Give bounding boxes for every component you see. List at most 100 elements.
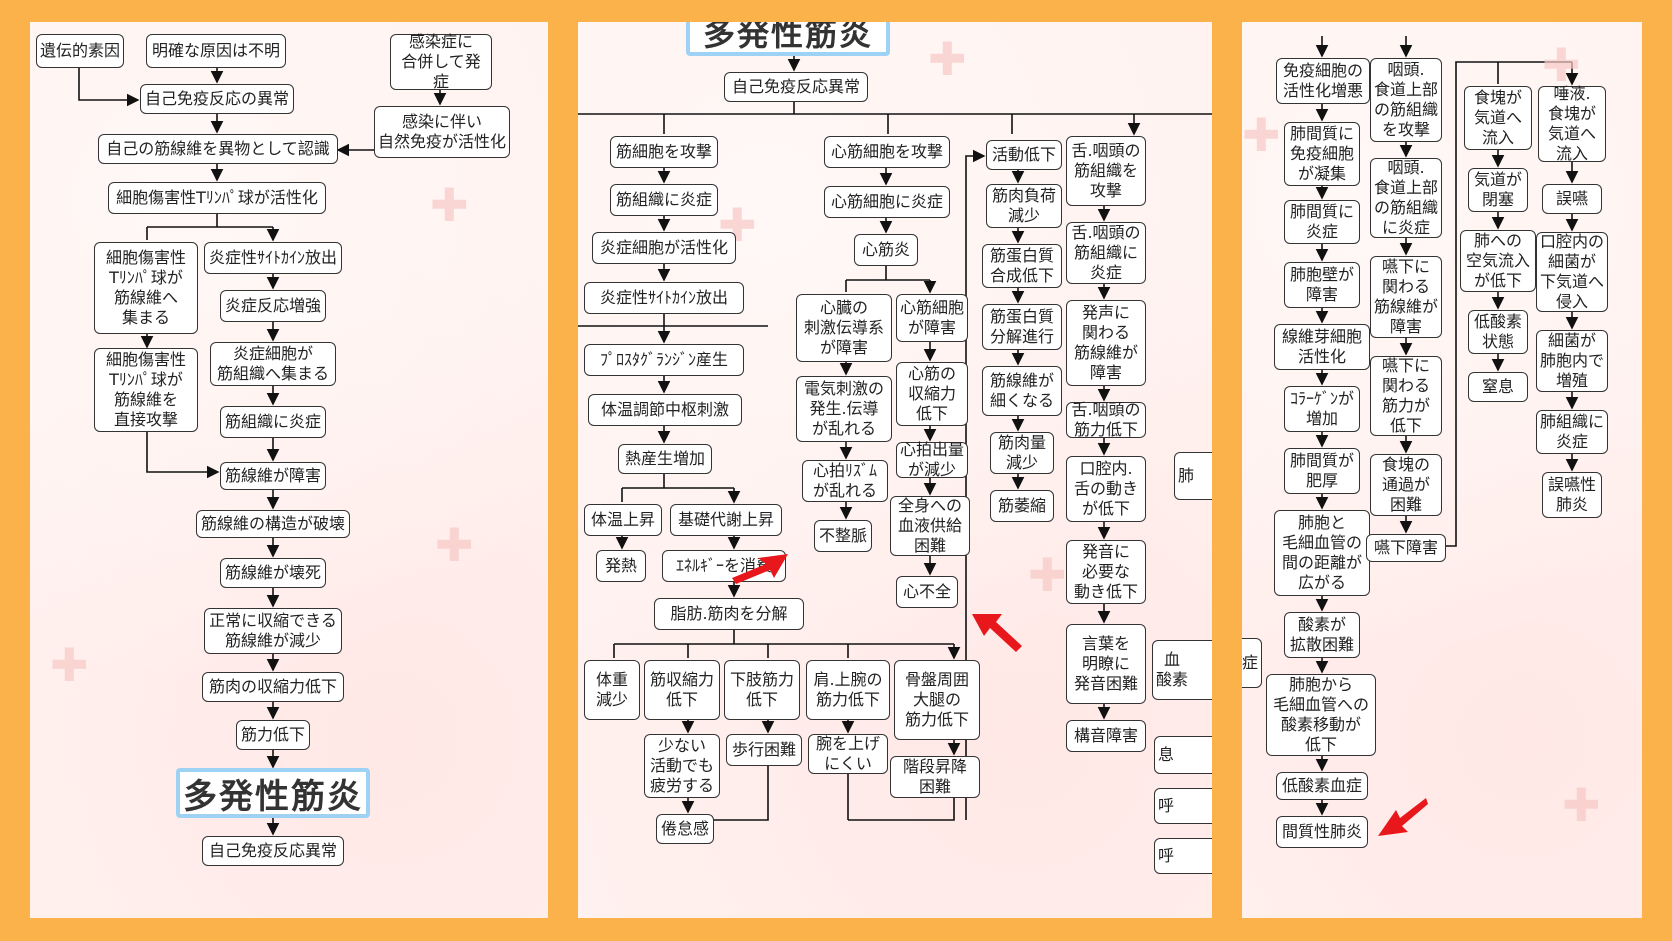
cross-decoration: ✚ xyxy=(1542,38,1581,92)
node-genetic-factor: 遺伝的素因 xyxy=(36,34,124,68)
node-muscle-atrophy: 筋萎縮 xyxy=(990,490,1054,522)
node-tongue-pharynx-inflam: 舌.咽頭の 筋組織に 炎症 xyxy=(1066,222,1146,284)
title-polymyositis: 多発性筋炎 xyxy=(686,22,890,56)
node-muscle-mass-decrease: 筋肉量 減少 xyxy=(990,432,1054,474)
node-cardiac-contraction-low: 心筋の 収縮力 低下 xyxy=(896,362,968,426)
node-tongue-strength-low: 舌.咽頭の 筋力低下 xyxy=(1066,400,1146,439)
node-articulation-movement-low: 発音に 必要な 動き低下 xyxy=(1066,540,1146,604)
node-pharynx-inflam: 咽頭. 食道上部 の筋組織 に炎症 xyxy=(1370,158,1442,238)
node-basal-metabolism: 基礎代謝上昇 xyxy=(670,504,782,536)
node-interstitial-inflam: 肺間質に 炎症 xyxy=(1284,200,1360,244)
node-blood-supply-difficult: 全身への 血液供給 困難 xyxy=(890,496,970,556)
node-cytokine-release: 炎症性ｻｲﾄｶｲﾝ放出 xyxy=(204,242,342,274)
node-inflammation-up: 炎症反応増強 xyxy=(220,290,326,322)
node-infection-onset: 感染症に 合併して発症 xyxy=(390,32,492,91)
node-autoimmune-root: 自己免疫反応異常 xyxy=(724,72,868,102)
node-collagen-increase: ｺﾗｰｹﾞﾝが 増加 xyxy=(1284,386,1360,432)
node-arrhythmia: 不整脈 xyxy=(814,520,872,552)
node-body-temp-up: 体温上昇 xyxy=(584,504,662,536)
node-autoimmune-bottom: 自己免疫反応異常 xyxy=(202,836,344,866)
node-immune-cell-activation: 免疫細胞の 活性化増悪 xyxy=(1276,58,1370,104)
node-alveolar-wall-damage: 肺胞壁が 障害 xyxy=(1284,262,1360,308)
node-myocarditis: 心筋炎 xyxy=(854,234,918,266)
node-contraction-low: 筋収縮力 低下 xyxy=(644,660,720,720)
flowchart-panel-respiratory: ✚ ✚ ✚ 症 免疫細胞の 活性化増悪 肺間質に 免疫細胞 が凝集 肺間質に 炎… xyxy=(1242,22,1642,918)
node-tongue-pharynx-attack: 舌.咽頭の 筋組織を 攻撃 xyxy=(1066,136,1146,206)
node-fiber-thinning: 筋線維が 細くなる xyxy=(982,366,1062,416)
node-conduction-damage: 心臓の 刺激伝導系 が障害 xyxy=(796,294,892,362)
node-thermoregulation: 体温調節中枢刺激 xyxy=(588,394,742,426)
node-fibroblast-activation: 線維芽細胞 活性化 xyxy=(1274,324,1370,370)
node-leg-strength-low: 下肢筋力 低下 xyxy=(724,660,800,720)
node-cardiac-cell-inflam: 心筋細胞に炎症 xyxy=(824,186,950,218)
flowchart-panel-symptoms: ✚ ✚ ✚ 多発性筋炎 自己免疫反応異常 筋細胞を攻撃 筋組織に炎症 炎症細胞が… xyxy=(578,22,1212,918)
node-vocal-fiber-damage: 発声に 関わる 筋線維が 障害 xyxy=(1066,300,1146,386)
node-fiber-necrosis: 筋線維が壊死 xyxy=(220,558,326,588)
node-lung-cut: 肺 xyxy=(1174,452,1212,500)
node-lung-tissue-inflam: 肺組織に 炎症 xyxy=(1536,410,1608,454)
node-suffocation: 窒息 xyxy=(1468,372,1528,402)
node-interstitial-thickening: 肺間質が 肥厚 xyxy=(1284,448,1360,494)
node-oral-movement-low: 口腔内. 舌の動き が低下 xyxy=(1066,456,1146,522)
node-bacteria-invasion: 口腔内の 細菌が 下気道へ 侵入 xyxy=(1536,232,1608,312)
node-contraction-down: 筋肉の収縮力低下 xyxy=(202,672,344,702)
node-shoulder-strength-low: 肩.上腕の 筋力低下 xyxy=(806,660,890,720)
node-saliva-into-airway: 唾液. 食塊が 気道へ 流入 xyxy=(1538,84,1606,163)
cross-decoration: ✚ xyxy=(1562,778,1601,832)
node-hypoxic-state: 低酸素 状態 xyxy=(1468,310,1528,354)
node-cardiac-cell-attack: 心筋細胞を攻撃 xyxy=(824,136,950,168)
node-easy-fatigue: 少ない 活動でも 疲労する xyxy=(644,734,720,798)
node-pronunciation-difficult: 言葉を 明瞭に 発音困難 xyxy=(1066,624,1146,704)
node-aspiration: 誤嚥 xyxy=(1542,184,1602,214)
node-pelvic-strength-low: 骨盤周囲 大腿の 筋力低下 xyxy=(894,660,980,740)
red-pointer-arrow xyxy=(732,554,788,584)
node-ctl-activated: 細胞傷害性Tﾘﾝﾊﾟ球が活性化 xyxy=(108,182,326,214)
node-cut-symptom: 症 xyxy=(1242,638,1262,688)
red-pointer-arrow xyxy=(972,614,1022,652)
node-resp-cut-2: 呼 xyxy=(1154,838,1212,874)
node-autoimmune-abnormal: 自己免疫反応の異常 xyxy=(140,84,294,114)
node-diffusion-distance: 肺胞と 毛細血管の 間の距離が 広がる xyxy=(1274,510,1370,596)
node-protein-synthesis-low: 筋蛋白質 合成低下 xyxy=(982,244,1062,288)
node-unknown-cause: 明確な原因は不明 xyxy=(146,34,286,68)
node-cardiac-cell-damage: 心筋細胞 が障害 xyxy=(896,294,968,342)
connector-lines xyxy=(578,56,1212,821)
node-protein-breakdown: 筋蛋白質 分解進行 xyxy=(982,304,1062,350)
node-interstitial-aggregation: 肺間質に 免疫細胞 が凝集 xyxy=(1284,122,1360,186)
node-muscle-weakness: 筋力低下 xyxy=(236,720,310,750)
node-stairs-difficulty: 階段昇降 困難 xyxy=(890,756,980,798)
node-energy-consume: ｴﾈﾙｷﾞｰを消費 xyxy=(662,550,786,582)
node-bacteria-proliferation: 細菌が 肺胞内で 増殖 xyxy=(1536,330,1608,392)
node-fat-muscle-breakdown: 脂肪.筋肉を分解 xyxy=(654,598,804,630)
node-prostaglandin: ﾌﾟﾛｽﾀｸﾞﾗﾝｼﾞﾝ産生 xyxy=(584,344,744,376)
cross-decoration: ✚ xyxy=(1028,548,1067,602)
node-tissue-inflam: 筋組織に炎症 xyxy=(220,406,326,438)
node-cardiac-output-low: 心拍出量 が減少 xyxy=(896,440,968,479)
node-air-inflow-low: 肺への 空気流入 が低下 xyxy=(1460,230,1536,292)
title-polymyositis: 多発性筋炎 xyxy=(176,768,370,818)
cross-decoration: ✚ xyxy=(50,638,89,692)
red-pointer-arrow xyxy=(1378,798,1428,836)
node-ctl-attack: 細胞傷害性 Tﾘﾝﾊﾟ球が 筋線維を 直接攻撃 xyxy=(94,348,198,432)
node-electrical-disturb: 電気刺激の 発生.伝導 が乱れる xyxy=(796,376,892,442)
node-muscle-tissue-inflam: 筋組織に炎症 xyxy=(610,184,718,216)
node-interstitial-pneumonia: 間質性肺炎 xyxy=(1276,816,1368,848)
node-ctl-gather: 細胞傷害性 Tﾘﾝﾊﾟ球が 筋線維へ 集まる xyxy=(94,242,198,334)
node-activity-decrease: 活動低下 xyxy=(986,140,1062,170)
node-gait-difficulty: 歩行困難 xyxy=(726,734,802,766)
cross-decoration: ✚ xyxy=(430,178,469,232)
node-heart-rhythm-disturb: 心拍ﾘｽﾞﾑ が乱れる xyxy=(802,460,888,502)
node-innate-immunity: 感染に伴い 自然免疫が活性化 xyxy=(374,106,510,158)
flowchart-panel-causes: ✚ ✚ ✚ 遺伝的素因 明確な原因は不明 感染症に 合併して発症 自己免疫反応の… xyxy=(30,22,548,918)
cross-decoration: ✚ xyxy=(1242,108,1281,162)
node-aspiration-pneumonia: 誤嚥性 肺炎 xyxy=(1542,472,1602,518)
node-bolus-passage-difficult: 食塊の 通過が 困難 xyxy=(1370,454,1442,516)
node-breath-cut: 息 xyxy=(1154,736,1212,774)
node-oxygen-transfer-low: 肺胞から 毛細血管への 酸素移動が 低下 xyxy=(1266,674,1376,756)
node-airway-obstruction: 気道が 閉塞 xyxy=(1468,168,1528,212)
node-structure-destroyed: 筋線維の構造が破壊 xyxy=(196,510,350,538)
node-fiber-damage: 筋線維が障害 xyxy=(220,462,326,490)
node-inflam-cell-active: 炎症細胞が活性化 xyxy=(592,232,736,264)
node-fever: 発熱 xyxy=(596,550,646,582)
node-swallow-strength-low: 嚥下に 関わる 筋力が 低下 xyxy=(1370,356,1442,436)
